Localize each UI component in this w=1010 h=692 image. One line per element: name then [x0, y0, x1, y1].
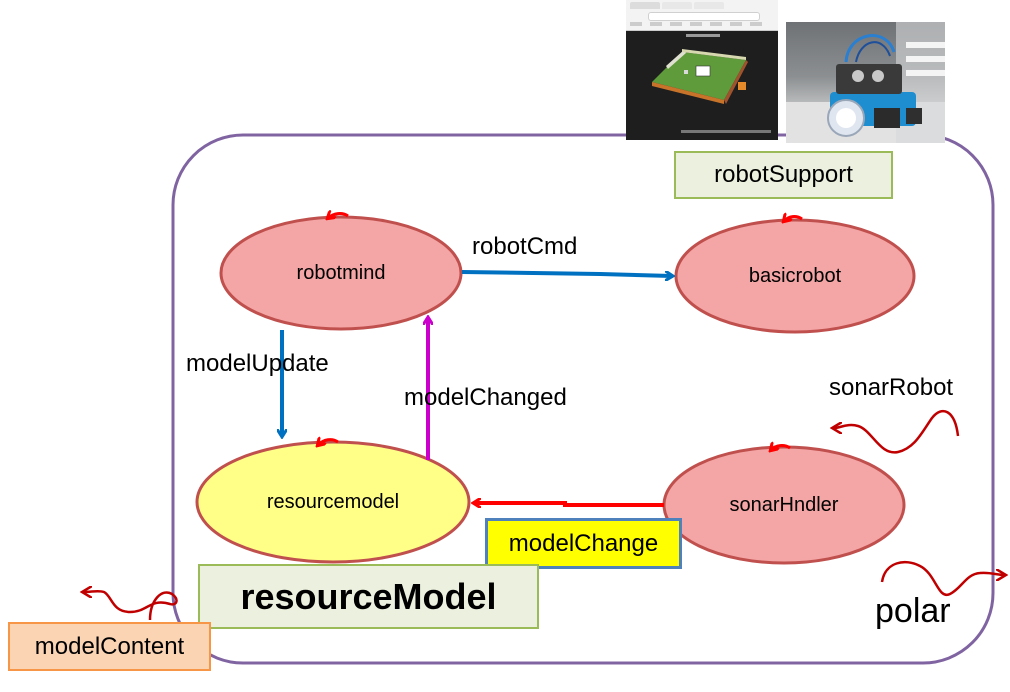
- sonarRobot-label: sonarRobot: [829, 374, 954, 401]
- resourceModel-title: resourceModel: [240, 575, 497, 617]
- browser-tab: [694, 2, 724, 9]
- resourceModel-title-box: resourceModel: [198, 564, 539, 629]
- scene-title-bar: [686, 34, 720, 37]
- polar-label: polar: [875, 592, 951, 630]
- modelContent-wavy-arrow: [84, 591, 178, 621]
- basicrobot-label: basicrobot: [748, 265, 842, 287]
- robot-photo: [786, 22, 945, 143]
- robotCmd-label: robotCmd: [472, 233, 578, 260]
- robotCmd-arrow: [461, 270, 672, 276]
- modelContent-box: modelContent: [8, 622, 211, 671]
- robotmind-label: robotmind: [296, 262, 386, 284]
- basicrobot-node: [674, 218, 916, 334]
- 3d-scene-icon: [652, 49, 748, 104]
- modelChange-message-box: modelChange: [485, 518, 682, 569]
- polar-wavy-arrow: [880, 561, 1004, 597]
- scene-footer-text: [681, 130, 771, 133]
- sonarHndler-indicator-icon: [771, 446, 791, 450]
- robot-photo-icon: [786, 22, 945, 143]
- resourcemodel-node: [195, 440, 471, 564]
- browser-tab: [630, 2, 660, 9]
- modelChange-label: modelChange: [508, 529, 659, 557]
- robotSupport-box: robotSupport: [674, 151, 893, 199]
- browser-tab: [662, 2, 692, 9]
- browser-bookmarks-bar: [630, 22, 770, 26]
- modelUpdate-label: modelUpdate: [186, 350, 329, 377]
- browser-3d-scene-screenshot: [626, 0, 778, 140]
- robotmind-node: [219, 215, 463, 331]
- modelChanged-label: modelChanged: [404, 384, 567, 411]
- system-boundary: [171, 133, 995, 665]
- browser-url-bar: [648, 12, 760, 21]
- basicrobot-indicator-icon: [784, 217, 803, 221]
- modelChange-arrow: [474, 503, 664, 505]
- sonarHndler-label: sonarHndler: [729, 494, 839, 516]
- browser-toolbar: [626, 0, 778, 31]
- modelContent-label: modelContent: [34, 632, 185, 660]
- robotSupport-label: robotSupport: [714, 161, 853, 188]
- resourcemodel-label: resourcemodel: [266, 491, 400, 513]
- resourcemodel-indicator-icon: [318, 440, 339, 445]
- robotmind-indicator-icon: [328, 214, 349, 218]
- sonarRobot-wavy-arrow: [834, 409, 960, 454]
